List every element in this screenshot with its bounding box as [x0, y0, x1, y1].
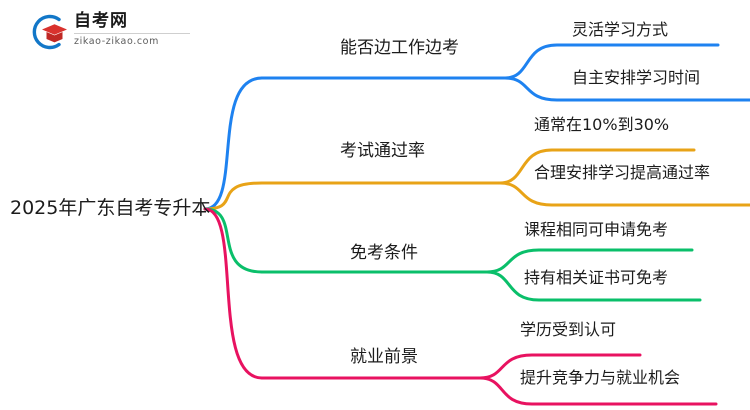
branch-label-1[interactable]: 能否边工作边考: [340, 38, 459, 58]
leaf-edge-2-2: [498, 181, 750, 207]
leaf-edge-3-1: [485, 248, 694, 274]
leaf-edge-4-2: [478, 376, 718, 406]
branch-label-2[interactable]: 考试通过率: [340, 141, 425, 161]
leaf-label-1-1[interactable]: 灵活学习方式: [572, 20, 669, 39]
branch-edge-1: [203, 76, 264, 211]
leaf-label-3-1[interactable]: 课程相同可申请免考: [524, 220, 669, 239]
branch-edge-3: [203, 207, 264, 274]
graduation-cap-arc-logo-icon: [28, 12, 68, 52]
logo-title: 自考网: [74, 11, 128, 31]
logo-divider: [74, 33, 190, 34]
site-logo: 自考网 zikao-zikao.com: [28, 10, 218, 54]
leaf-label-2-1[interactable]: 通常在10%到30%: [534, 115, 670, 134]
leaf-label-4-1[interactable]: 学历受到认可: [520, 320, 617, 339]
root-node-label[interactable]: 2025年广东自考专升本: [10, 197, 211, 219]
leaf-edge-2-1: [498, 148, 696, 185]
branch-edge-4: [203, 207, 264, 380]
branch-label-3[interactable]: 免考条件: [350, 243, 418, 263]
logo-subtitle: zikao-zikao.com: [74, 36, 159, 47]
leaf-label-3-2[interactable]: 持有相关证书可免考: [524, 268, 669, 287]
leaf-edge-1-1: [503, 43, 720, 80]
leaf-edge-4-1: [478, 353, 642, 380]
branch-edge-2: [203, 181, 264, 211]
leaf-label-1-2[interactable]: 自主安排学习时间: [572, 68, 701, 87]
leaf-label-4-2[interactable]: 提升竞争力与就业机会: [520, 368, 681, 387]
branch-label-4[interactable]: 就业前景: [350, 347, 418, 367]
leaf-label-2-2[interactable]: 合理安排学习提高通过率: [534, 163, 711, 182]
leaf-edge-1-2: [503, 76, 750, 102]
leaf-edge-3-2: [485, 270, 702, 302]
